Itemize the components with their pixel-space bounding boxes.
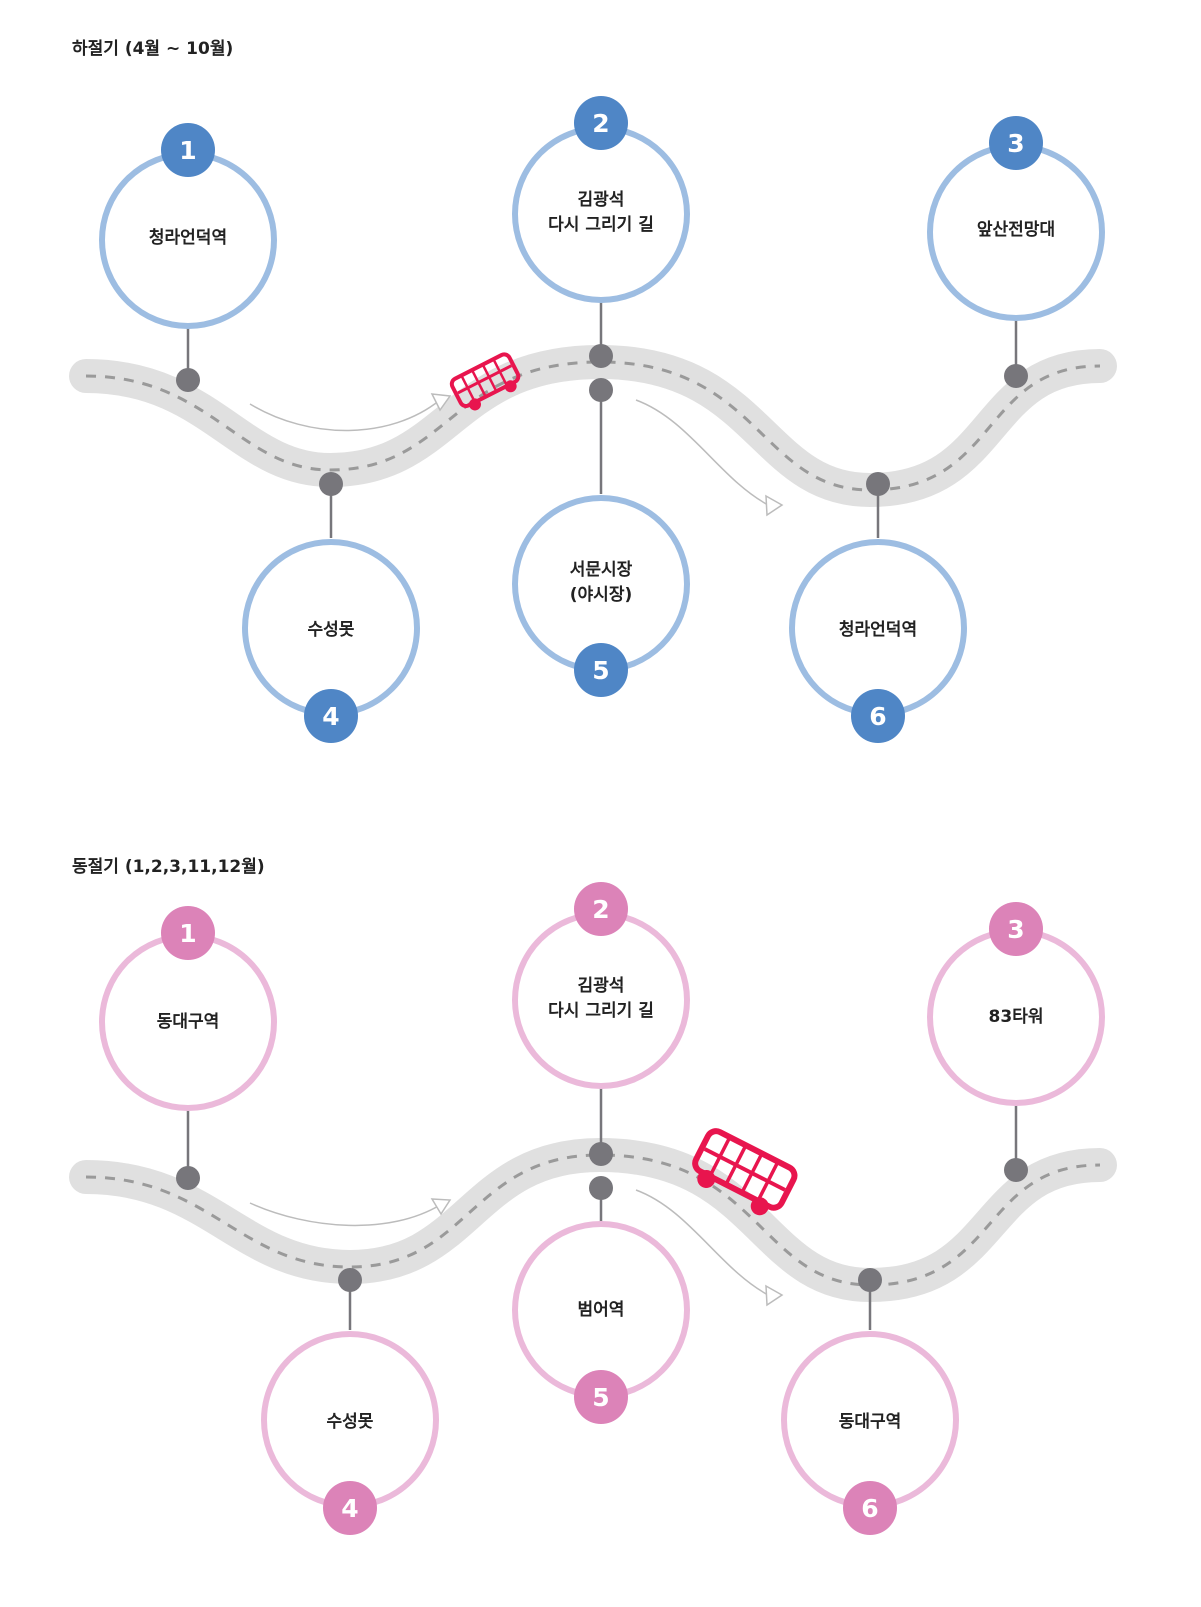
stop-badge-6: 6 <box>843 1481 897 1535</box>
stop-name-2: 김광석 다시 그리기 길 <box>548 190 654 235</box>
stop-name-4: 수성못 <box>326 1412 374 1432</box>
direction-arrow-icon <box>430 1198 452 1216</box>
stop-number: 1 <box>179 136 196 165</box>
winter-route-diagram: 1 2 3 4 5 6 <box>69 882 1117 1535</box>
bus-icon <box>692 1128 798 1216</box>
summer-route-section: 하절기 (4월 ~ 10월) <box>0 0 1201 800</box>
stop-number: 4 <box>341 1494 358 1523</box>
stop-name-5: 서문시장 (야시장) <box>569 560 633 605</box>
direction-arrow-icon <box>249 399 441 432</box>
direction-arrow-icon <box>765 1284 784 1307</box>
stop-badge-1: 1 <box>161 123 215 177</box>
winter-route-section: 동절기 (1,2,3,11,12월) <box>0 820 1201 1607</box>
stop-name-1: 동대구역 <box>156 1012 220 1032</box>
direction-arrow-icon <box>635 399 771 507</box>
stop-number: 3 <box>1007 129 1024 158</box>
bus-icon <box>449 352 521 411</box>
stop-number: 4 <box>322 702 339 731</box>
stop-number: 5 <box>592 1383 609 1412</box>
stop-badge-3: 3 <box>989 116 1043 170</box>
stop-badge-4: 4 <box>304 689 358 743</box>
route-node <box>176 344 1028 496</box>
route-node <box>176 1142 1028 1292</box>
stop-badge-3: 3 <box>989 902 1043 956</box>
stop-badge-4: 4 <box>323 1481 377 1535</box>
summer-section-title: 하절기 (4월 ~ 10월) <box>72 39 234 59</box>
direction-arrow-icon <box>765 494 784 517</box>
direction-arrow-icon <box>430 393 452 412</box>
stop-number: 3 <box>1007 915 1024 944</box>
stop-badge-1: 1 <box>161 906 215 960</box>
stop-name-4: 수성못 <box>307 620 355 640</box>
stop-number: 2 <box>592 895 609 924</box>
stop-badge-5: 5 <box>574 1370 628 1424</box>
stop-name-6: 청라언덕역 <box>838 620 918 640</box>
direction-arrow-icon <box>249 1202 441 1227</box>
stop-number: 5 <box>592 656 609 685</box>
stop-name-3: 앞산전망대 <box>976 220 1056 240</box>
stop-number: 6 <box>861 1494 878 1523</box>
stop-name-5: 범어역 <box>577 1300 625 1320</box>
stop-number: 6 <box>869 702 886 731</box>
winter-section-title: 동절기 (1,2,3,11,12월) <box>72 857 265 877</box>
stop-name-6: 동대구역 <box>838 1412 902 1432</box>
direction-arrow-icon <box>635 1189 771 1297</box>
stop-name-1: 청라언덕역 <box>148 228 228 248</box>
stop-name-3: 83타워 <box>988 1007 1044 1027</box>
stop-badge-2: 2 <box>574 96 628 150</box>
stop-badge-6: 6 <box>851 689 905 743</box>
stop-badge-5: 5 <box>574 643 628 697</box>
stop-badge-2: 2 <box>574 882 628 936</box>
stop-ring <box>99 125 1105 717</box>
summer-route-diagram: 1 2 3 4 5 6 <box>69 96 1117 743</box>
stop-number: 2 <box>592 109 609 138</box>
stop-number: 1 <box>179 919 196 948</box>
stop-name-2: 김광석 다시 그리기 길 <box>548 976 654 1021</box>
